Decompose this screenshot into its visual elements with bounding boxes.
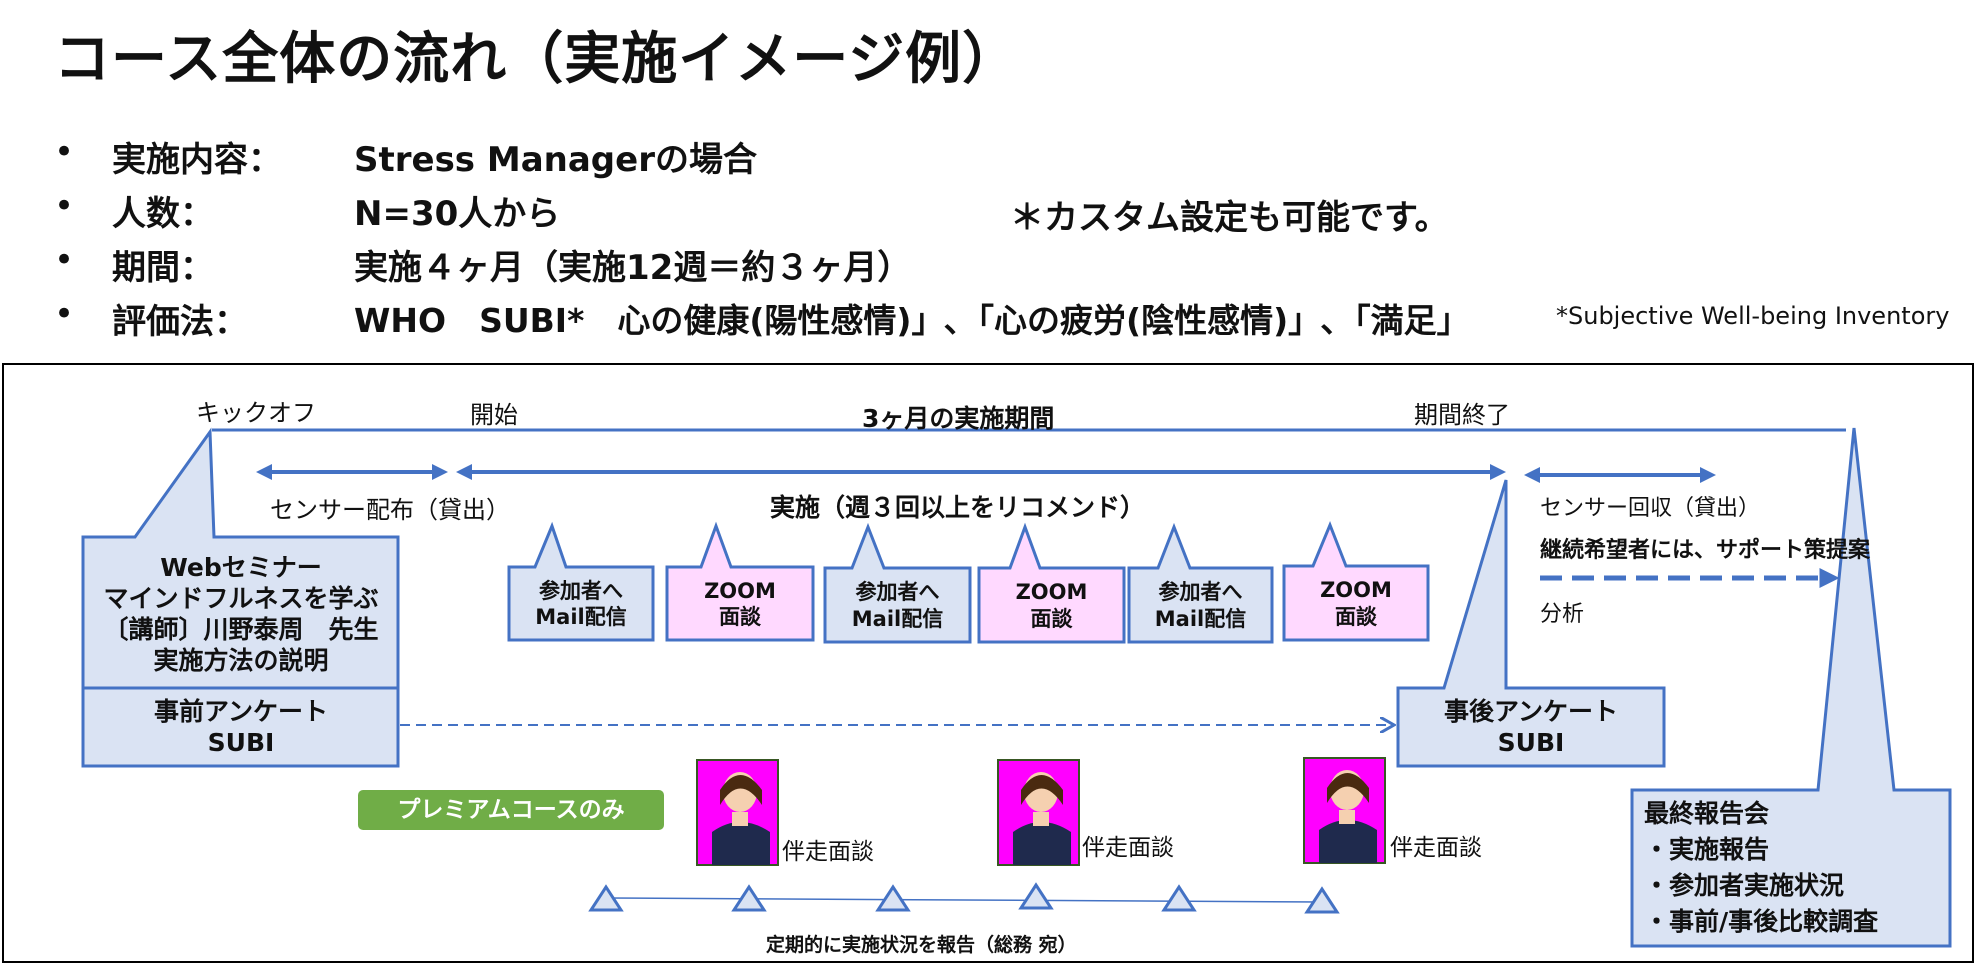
start-label: 開始 <box>470 401 518 429</box>
callout-5 <box>1127 522 1274 644</box>
callout-4 <box>977 522 1126 644</box>
report-marker <box>588 884 624 912</box>
implementation-label: 実施（週３回以上をリコメンド） <box>770 493 1146 522</box>
final-report-text: 最終報告会 ・実施報告 ・参加者実施状況 ・事前/事後比較調査 <box>1644 796 1878 940</box>
callout-line: 面談 <box>1030 606 1073 631</box>
post-survey-callout <box>1396 479 1666 768</box>
period-label: 3ヶ月の実施期間 <box>862 404 1055 433</box>
premium-badge: プレミアムコースのみ <box>397 796 625 823</box>
callout-text: ZOOM 面談 <box>669 570 811 638</box>
callout-line: ZOOM <box>1320 578 1392 603</box>
pre-survey-line: 事前アンケート <box>153 696 328 726</box>
callout-line: ZOOM <box>704 578 776 603</box>
report-markers <box>588 882 1340 914</box>
callout-line: Mail配信 <box>1154 606 1247 631</box>
callout-line: 参加者へ <box>1158 580 1243 605</box>
sensor-collect-label: センサー回収（貸出） <box>1540 496 1761 521</box>
webinar-line: 〔講師〕川野泰周 先生 <box>103 615 379 644</box>
callout-3 <box>823 522 972 644</box>
coaching-label: 伴走面談 <box>1082 835 1174 861</box>
report-marker <box>875 884 911 912</box>
callout-line: 参加者へ <box>855 580 940 605</box>
kickoff-label: キックオフ <box>196 399 316 427</box>
final-report-title: 最終報告会 <box>1644 799 1770 828</box>
coach-image-1 <box>696 759 779 866</box>
callout-line: Mail配信 <box>851 606 944 631</box>
callout-line: ZOOM <box>1015 580 1088 605</box>
report-marker <box>1161 884 1197 912</box>
bullet: • <box>54 132 75 172</box>
final-report-item: ・参加者実施状況 <box>1644 871 1845 900</box>
webinar-text: Webセミナー マインドフルネスを学ぶ 〔講師〕川野泰周 先生 実施方法の説明 <box>86 542 396 686</box>
page-title: コース全体の流れ（実施イメージ例） <box>54 27 1020 92</box>
sensor-dist-label: センサー配布（貸出） <box>270 496 510 524</box>
post-survey-line: 事後アンケート <box>1443 696 1618 726</box>
end-label: 期間終了 <box>1414 401 1510 429</box>
post-survey-line: SUBI <box>1497 728 1565 757</box>
callout-2 <box>665 521 815 642</box>
callout-text: ZOOM 面談 <box>1286 569 1426 638</box>
coaching-label: 伴走面談 <box>1390 835 1482 861</box>
premium-badge-bg <box>358 790 664 830</box>
callout-line: 参加者へ <box>539 578 623 603</box>
info-value: WHO SUBI* 心の健康(陽性感情)」､「心の疲労(陰性感情)」､「満足」 <box>354 301 1470 340</box>
webinar-line: マインドフルネスを学ぶ <box>103 583 379 613</box>
webinar-line: Webセミナー <box>160 552 322 582</box>
callout-text: 参加者へ Mail配信 <box>1131 571 1270 640</box>
coaching-label: 伴走面談 <box>782 839 874 865</box>
info-value: N=30人から <box>354 194 561 234</box>
pre-survey-line: SUBI <box>207 728 275 757</box>
callout-line: Mail配信 <box>535 605 627 629</box>
info-label: 人数： <box>112 194 214 234</box>
info-label: 評価法： <box>112 302 248 342</box>
subi-footnote: *Subjective Well-being Inventory <box>1556 302 1950 330</box>
callout-text: 参加者へ Mail配信 <box>511 570 651 638</box>
custom-note: ＊カスタム設定も可能です。 <box>1010 198 1449 238</box>
post-survey-text: 事後アンケート SUBI <box>1400 690 1662 764</box>
webinar-line: 実施方法の説明 <box>153 646 329 676</box>
report-marker <box>731 884 767 912</box>
pre-survey-text: 事前アンケート SUBI <box>86 690 396 764</box>
bullet: • <box>54 186 75 226</box>
callout-text: ZOOM 面談 <box>981 571 1122 640</box>
final-report-item: ・実施報告 <box>1644 835 1770 864</box>
final-report-callout <box>1630 427 1952 948</box>
callout-1 <box>507 521 655 642</box>
analysis-label: 分析 <box>1540 602 1585 627</box>
callout-line: 面談 <box>1335 604 1377 629</box>
timeline-frame <box>2 363 1974 963</box>
pre-survey-box <box>81 686 400 768</box>
info-value: 実施４ヶ月（実施12週＝約３ヶ月） <box>354 248 912 288</box>
report-marker <box>1018 882 1054 910</box>
coach-image-2 <box>997 759 1080 866</box>
bullet: • <box>54 240 75 280</box>
continue-label: 継続希望者には、サポート策提案 <box>1540 538 1871 563</box>
callout-6 <box>1282 520 1430 642</box>
final-report-item: ・事前/事後比較調査 <box>1644 907 1879 936</box>
info-value: Stress Managerの場合 <box>354 140 757 180</box>
info-label: 期間： <box>112 248 214 288</box>
bullet: • <box>54 294 75 334</box>
info-label: 実施内容： <box>112 140 282 180</box>
coach-image-3 <box>1303 757 1386 864</box>
callout-line: 面談 <box>719 605 761 629</box>
report-marker <box>1304 886 1340 914</box>
report-line <box>605 897 1323 903</box>
callout-text: 参加者へ Mail配信 <box>827 571 968 640</box>
report-note: 定期的に実施状況を報告（総務 宛） <box>766 934 1077 956</box>
